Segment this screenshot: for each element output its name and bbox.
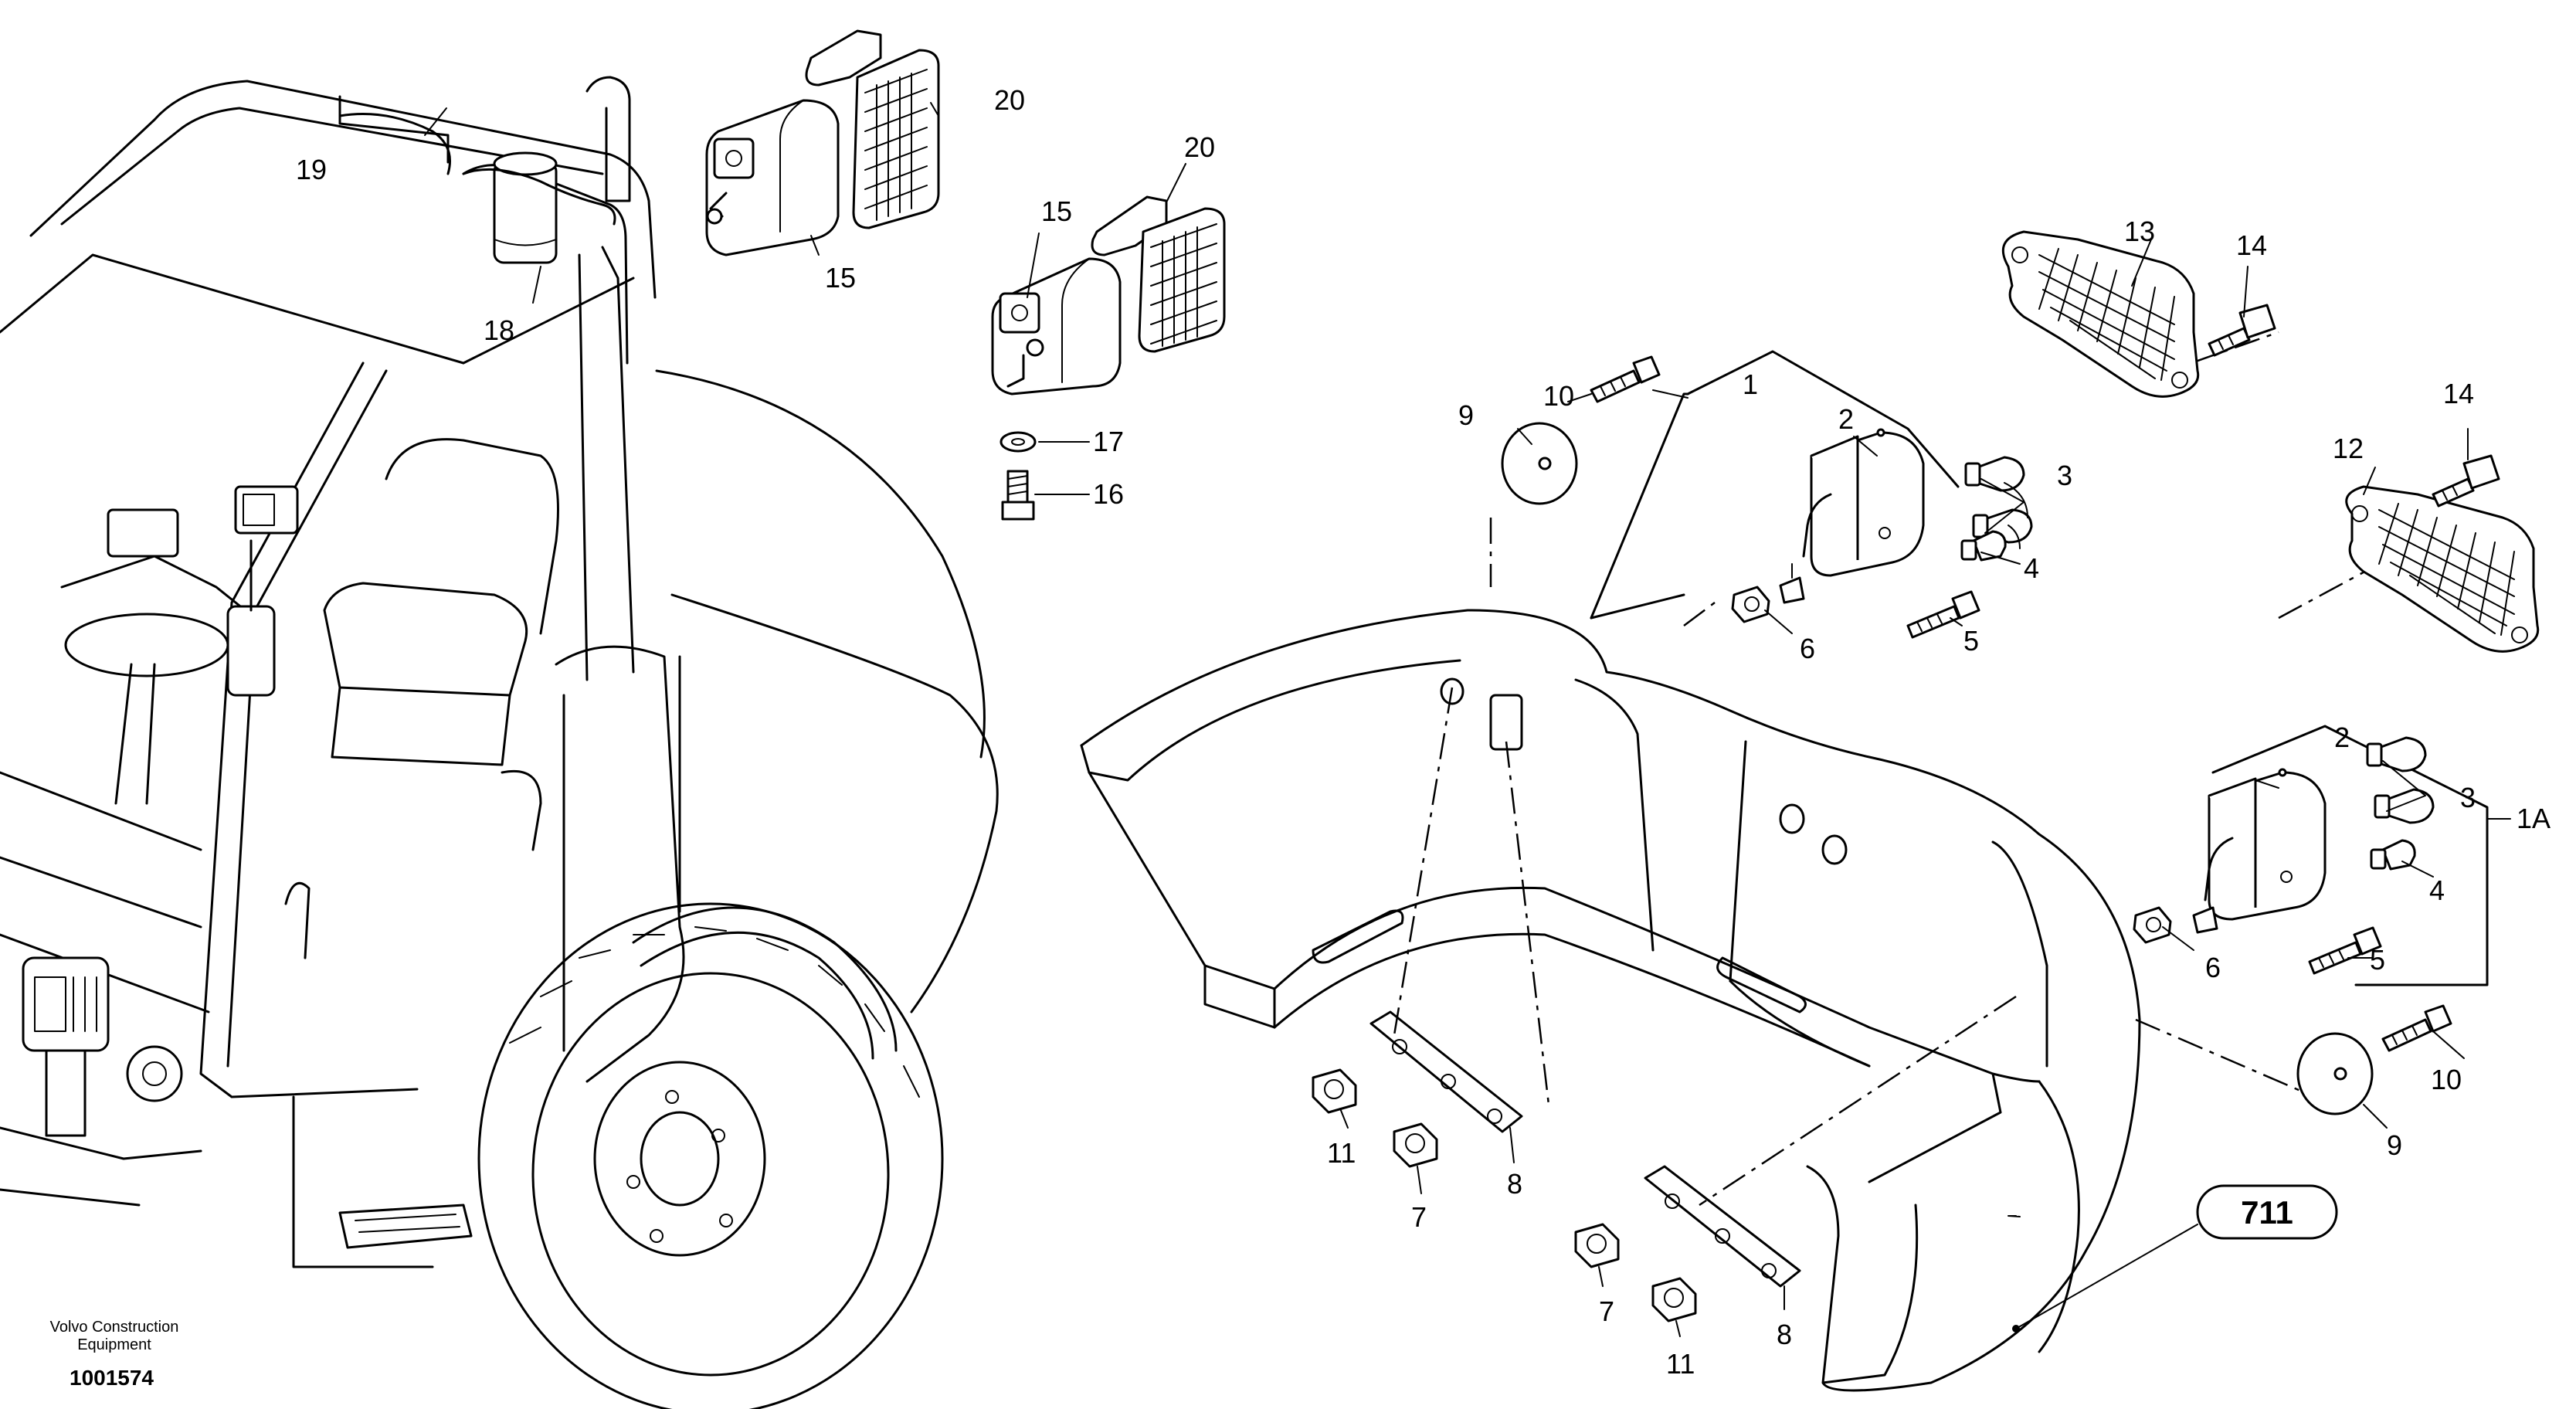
rear-counterweight — [1080, 609, 2141, 1392]
reference-number: 711 — [2241, 1194, 2293, 1231]
callout-6-lower: 6 — [2205, 952, 2221, 983]
callout-1a: 1A — [2517, 803, 2551, 834]
plate-8-left — [1369, 1010, 1523, 1133]
credit-line-2: Equipment — [77, 1336, 151, 1353]
callout-6-upper: 6 — [1800, 633, 1815, 664]
screw-5-lower — [2308, 926, 2382, 975]
callout-14-upper: 14 — [2236, 229, 2267, 261]
nut-11-left — [1312, 1068, 1357, 1114]
callout-9-lower: 9 — [2387, 1129, 2402, 1161]
callout-19: 19 — [296, 154, 327, 185]
callout-8-right: 8 — [1777, 1319, 1792, 1350]
machine-cab-illustration — [0, 76, 999, 1409]
cap-9-lower — [2296, 1032, 2374, 1115]
callout-10-upper: 10 — [1543, 380, 1574, 412]
callout-16: 16 — [1093, 478, 1124, 510]
nut-7-right — [1574, 1223, 1620, 1268]
callout-15-middle: 15 — [1041, 195, 1072, 227]
callout-14-lower: 14 — [2443, 378, 2474, 409]
leader-lines — [424, 102, 2511, 1337]
grommet-6-upper — [1731, 563, 1805, 623]
callout-9-upper: 9 — [1458, 399, 1474, 431]
nut-7-left — [1393, 1122, 1438, 1168]
callout-20-middle: 20 — [1184, 131, 1215, 163]
cover-20-middle — [1091, 195, 1226, 353]
work-light-15-middle — [991, 257, 1122, 396]
callout-4-lower: 4 — [2429, 874, 2445, 906]
screw-10-lower — [2381, 1004, 2452, 1052]
bulb-3-upper — [1964, 456, 2033, 544]
center-lines — [1393, 331, 2380, 1207]
cap-9-upper — [1501, 422, 1578, 505]
callout-5-lower: 5 — [2370, 944, 2385, 976]
screw-10-upper — [1590, 355, 1661, 403]
grille-cover-12 — [2345, 485, 2540, 653]
callout-11-left: 11 — [1327, 1137, 1356, 1169]
tail-lamp-1 — [1590, 350, 1960, 620]
callout-3-upper: 3 — [2057, 460, 2072, 491]
callout-11-right: 11 — [1666, 1348, 1695, 1380]
callout-labels: 19 18 15 20 20 15 17 16 9 10 1 2 3 4 5 6… — [296, 84, 2551, 1380]
callout-3-lower: 3 — [2460, 782, 2476, 813]
callout-10-lower: 10 — [2431, 1064, 2462, 1095]
bulb-4-upper — [1960, 530, 2007, 562]
callout-20-upper: 20 — [994, 84, 1025, 116]
callout-8-left: 8 — [1507, 1168, 1522, 1200]
callout-7-right: 7 — [1599, 1295, 1614, 1327]
callout-13: 13 — [2124, 216, 2155, 247]
callout-5-upper: 5 — [1963, 625, 1979, 657]
callout-4-upper: 4 — [2024, 552, 2039, 584]
grommet-6-lower — [2133, 906, 2218, 944]
grille-cover-13 — [2001, 230, 2200, 398]
reference-box-711: 711 — [2196, 1184, 2338, 1240]
drawing-credit: Volvo Construction Equipment 1001574 — [50, 1319, 179, 1390]
callout-15-upper: 15 — [825, 262, 856, 294]
callout-12: 12 — [2333, 433, 2364, 464]
bulb-4-lower — [2370, 839, 2416, 871]
lamp-housing-2-lower — [2204, 768, 2327, 921]
callout-17: 17 — [1093, 426, 1124, 457]
cover-20-upper — [805, 29, 940, 229]
washer-17 — [1000, 431, 1037, 453]
callout-18: 18 — [484, 314, 514, 346]
tail-lamp-1a — [2211, 725, 2489, 986]
lamp-housing-2-upper — [1802, 428, 1925, 577]
credit-line-1: Volvo Construction — [50, 1319, 179, 1336]
screw-14-upper — [2208, 304, 2276, 357]
callout-7-left: 7 — [1411, 1201, 1427, 1233]
bulb-3-lower — [2366, 736, 2435, 824]
plate-8-right — [1644, 1165, 1801, 1288]
callout-2-lower: 2 — [2334, 721, 2350, 753]
callout-2-upper: 2 — [1838, 403, 1854, 435]
nut-11-right — [1651, 1277, 1697, 1322]
screw-14-lower — [2432, 454, 2500, 508]
work-light-15-upper — [705, 99, 840, 256]
callout-1: 1 — [1743, 368, 1758, 400]
screw-5-upper — [1906, 590, 1980, 639]
drawing-number: 1001574 — [70, 1366, 154, 1390]
screw-16 — [1001, 470, 1035, 521]
